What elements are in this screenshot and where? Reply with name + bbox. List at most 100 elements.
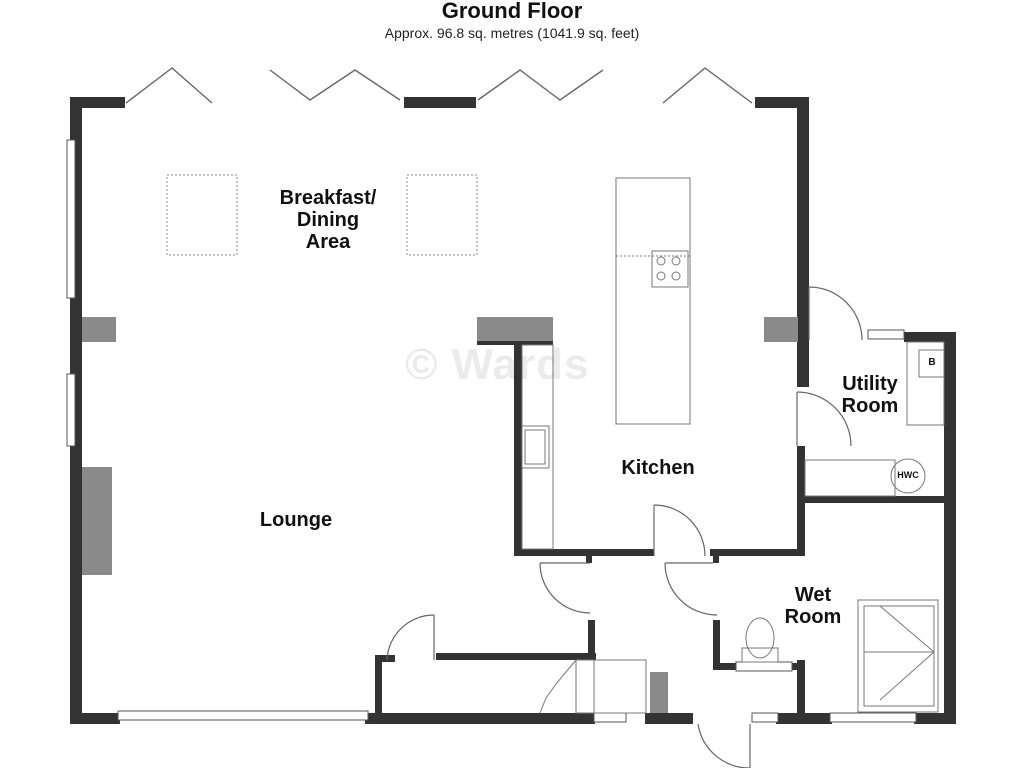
wall-left-bottom [70, 446, 82, 724]
hob-ring-3 [656, 271, 666, 281]
room-label-kitchen: Kitchen [621, 457, 695, 479]
wall-utility-top-left [809, 332, 869, 342]
hob-ring-1 [656, 256, 666, 266]
wall-wetroom-left [797, 660, 805, 724]
interior-walls [375, 338, 956, 724]
hob-ring-2 [671, 256, 681, 266]
watermark: © Wards [405, 340, 590, 389]
wall-bottom-mid2 [645, 713, 693, 724]
chimney-right [764, 317, 798, 342]
page-title: Ground Floor [441, 0, 583, 23]
wall-hall-horizontal [436, 653, 596, 660]
wall-kitchen-bottom-right [710, 549, 805, 556]
room-label-breakfast: Breakfast/ Dining Area [268, 187, 388, 253]
wetroom-fixtures [741, 599, 939, 713]
kitchen-sink-bowl [524, 429, 546, 465]
chimney-left [82, 317, 116, 342]
breakfast-line-2: Dining [296, 209, 360, 231]
boiler-label: B [928, 357, 936, 368]
exterior-walls [70, 97, 956, 724]
hot-water-cylinder [890, 458, 926, 494]
wall-utility-top [904, 332, 956, 342]
wall-bottom-mid [365, 713, 595, 724]
stairs [539, 659, 647, 714]
stair-winders [539, 659, 577, 714]
window-left-lower [66, 373, 76, 447]
wall-kitchen-bottom-left [514, 549, 654, 556]
wall-lounge-door-left [375, 655, 382, 720]
window-wet-bottom [829, 712, 917, 723]
wall-bottom-far-right [914, 713, 956, 724]
kitchen-island [615, 177, 691, 425]
wall-far-right [944, 332, 956, 724]
bifold-door-centre-right [477, 69, 604, 101]
wet-door-arc [664, 562, 718, 616]
breakfast-line-3: Area [305, 231, 351, 253]
dining-table-right [406, 174, 478, 256]
breakfast-line-1: Breakfast/ [279, 187, 377, 209]
room-label-lounge: Lounge [259, 509, 333, 531]
hall-door-arc [539, 562, 591, 614]
utility-line-1: Utility [842, 373, 898, 395]
window-hall-bottom [593, 712, 627, 723]
fireplace-lounge [82, 467, 112, 575]
room-label-wetroom: Wet Room [776, 584, 850, 628]
chimney-breasts [82, 317, 798, 713]
utility-fixtures [804, 341, 945, 497]
wall-kitchen-stub1 [586, 549, 592, 563]
hob [651, 250, 689, 288]
bifold-door-left [125, 67, 213, 104]
staircase [575, 659, 647, 714]
window-wc [735, 661, 793, 672]
window-lounge-bottom [117, 710, 369, 721]
kitchen-door-arc [653, 504, 706, 557]
wall-wetroom-bottom [713, 663, 743, 670]
meter-cupboard [650, 672, 668, 713]
wall-right-lower-stub [797, 340, 805, 385]
utility-line-2: Room [841, 395, 899, 417]
lounge-door-arc [386, 614, 435, 661]
wall-wetroom-stub [713, 620, 720, 670]
wall-bottom-left [70, 713, 120, 724]
wall-top-left [70, 97, 125, 108]
window-left-upper [66, 139, 76, 299]
shower-screen [879, 605, 935, 701]
utility-worktop [906, 341, 945, 426]
windows [66, 139, 917, 723]
shower-inner [863, 605, 935, 707]
wall-kitchen-top [477, 338, 553, 345]
utility-counter [804, 459, 896, 497]
island-breakfast-bar [615, 177, 691, 257]
kitchen-sink [521, 425, 550, 469]
wall-kitchen-left [514, 338, 522, 556]
toilet-bowl [745, 617, 775, 659]
wall-lounge-door-top [375, 655, 395, 662]
dining-table-left [166, 174, 238, 256]
hob-ring-4 [671, 271, 681, 281]
utility-lower-door-arc [796, 391, 852, 447]
wall-top-right [755, 97, 809, 108]
wall-top-mid [404, 97, 476, 108]
bifold-doors [125, 67, 753, 104]
bifold-door-right [662, 67, 753, 104]
toilet-cistern [741, 647, 779, 663]
chimney-kitchen [477, 317, 553, 341]
window-front-door-side [751, 712, 779, 723]
wall-right-upper [797, 97, 809, 387]
wetroom-line-1: Wet [794, 584, 832, 606]
wall-utility-bottom [797, 496, 956, 503]
room-label-utility: Utility Room [832, 373, 908, 417]
dining-tables [166, 174, 478, 256]
window-utility-top [867, 329, 905, 340]
kitchen-fixtures [521, 177, 691, 550]
hwc-label: HWC [897, 470, 919, 480]
wall-hall-stub [588, 620, 595, 660]
shower-tray [857, 599, 939, 713]
door-swings [386, 286, 863, 768]
wall-wetroom-bottom2 [790, 663, 805, 670]
bifold-door-centre-left [269, 69, 401, 101]
wetroom-line-2: Room [784, 606, 842, 628]
wall-kitchen-stub2 [713, 549, 719, 563]
boiler [918, 349, 945, 378]
